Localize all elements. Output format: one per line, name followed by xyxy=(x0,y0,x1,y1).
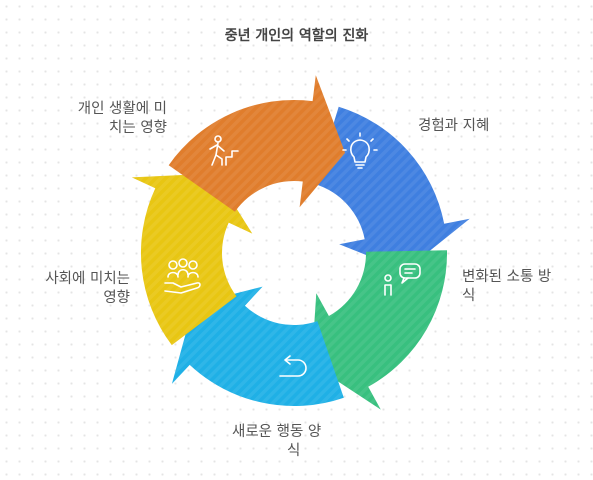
community-hand-icon xyxy=(164,258,201,294)
label-new-behavior: 새로운 행동 양 식 xyxy=(232,423,321,461)
label-personal-life-impact: 개인 생활에 미 치는 영향 xyxy=(55,100,167,138)
diagram-title: 중년 개인의 역할의 진화 xyxy=(224,28,369,44)
cycle-arrow-texture xyxy=(311,250,448,410)
label-line: 개인 생활에 미 xyxy=(77,101,167,117)
label-line: 식 xyxy=(462,288,476,304)
cycle-segment-4 xyxy=(131,173,253,346)
label-line: 경험과 지혜 xyxy=(418,118,490,134)
label-line: 새로운 행동 양 xyxy=(232,424,322,440)
label-social-impact: 사회에 미치는 영향 xyxy=(18,270,130,308)
label-line: 변화된 소통 방 xyxy=(462,269,552,285)
label-line: 사회에 미치는 xyxy=(45,271,130,287)
lightbulb-icon xyxy=(342,132,378,169)
label-changed-communication: 변화된 소통 방 식 xyxy=(462,268,551,306)
label-line: 치는 영향 xyxy=(109,120,167,136)
cycle-arrow-texture xyxy=(168,75,346,212)
label-experience-wisdom: 경험과 지혜 xyxy=(418,117,489,136)
person-walking-icon xyxy=(209,135,239,166)
cycle-segment-2 xyxy=(311,250,448,410)
person-speech-icon xyxy=(384,263,421,296)
redirect-arrow-icon xyxy=(279,355,307,377)
label-line: 식 xyxy=(287,443,301,459)
cycle-arrow-texture xyxy=(315,106,470,271)
cycle-segment-1 xyxy=(315,106,470,271)
cycle-segment-5 xyxy=(168,75,346,212)
label-line: 영향 xyxy=(103,290,130,306)
cycle-arrow-texture xyxy=(131,173,253,346)
